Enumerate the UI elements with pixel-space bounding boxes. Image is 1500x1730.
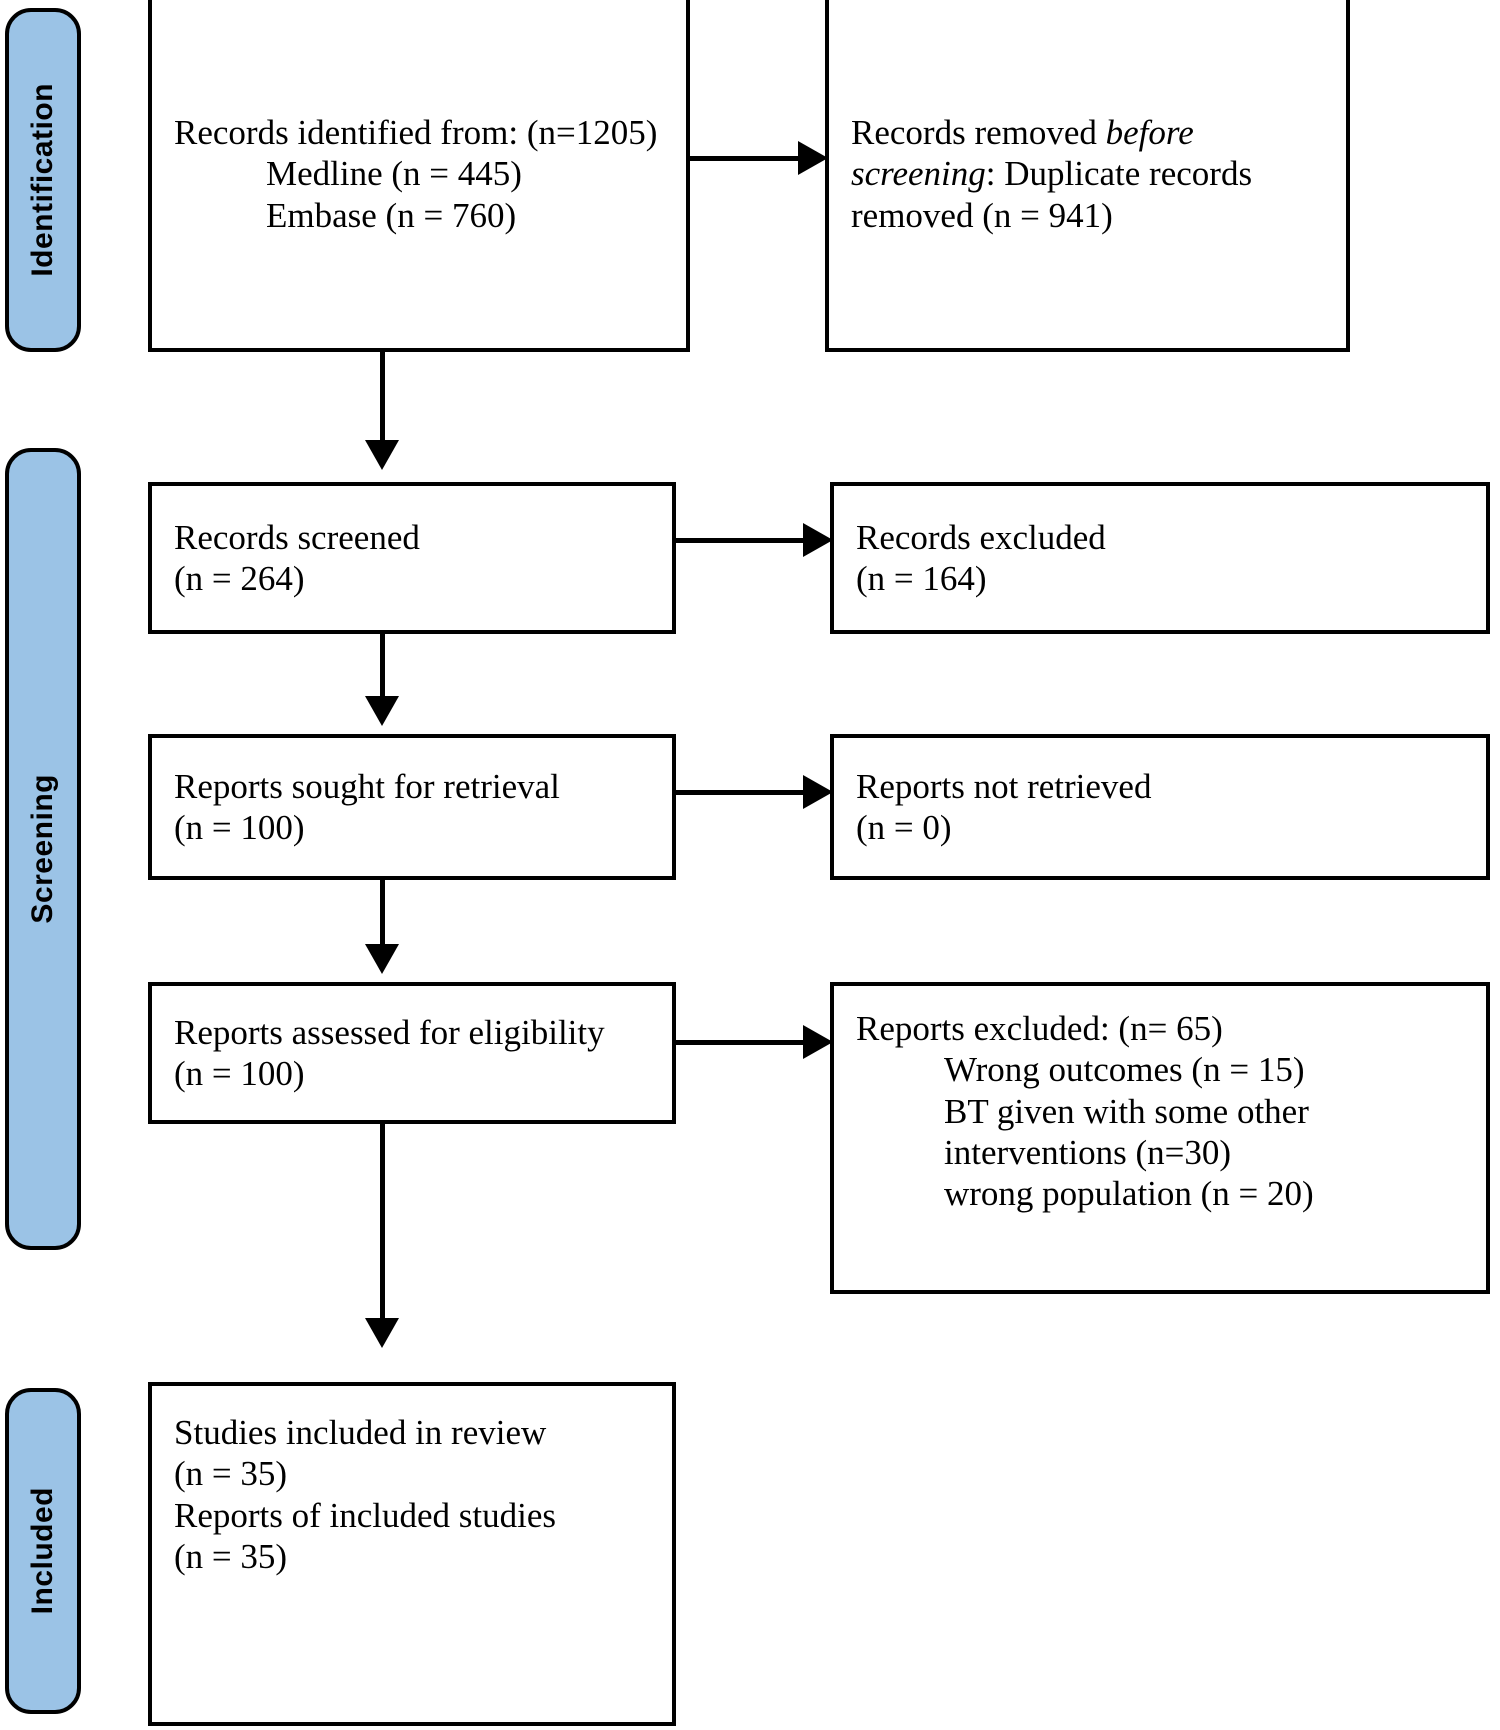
reports-sought-line-1: Reports sought for retrieval [174, 766, 560, 806]
reports-excluded-reason-2: BT given with some other [944, 1091, 1309, 1131]
records-removed-text: Records removed before screening: Duplic… [851, 112, 1324, 236]
studies-included-line-2: (n = 35) [174, 1454, 288, 1494]
box-reports-excluded: Reports excluded: (n= 65) Wrong outcomes… [830, 982, 1490, 1294]
reports-not-retrieved-line-2: (n = 0) [856, 808, 952, 847]
records-removed-text-pre: Records removed [851, 113, 1106, 153]
records-removed-text-emphasis: before screening [851, 113, 1203, 194]
box-studies-included: Studies included in review (n = 35) Repo… [148, 1382, 676, 1726]
box-studies-included-content: Studies included in review (n = 35) Repo… [152, 1386, 672, 1577]
box-records-identified: Records identified from: (n=1205) Medlin… [148, 0, 690, 352]
reports-assessed-line-2: (n = 100) [174, 1054, 305, 1093]
connector-screened-to-sought [380, 634, 385, 704]
reports-assessed-line-1: Reports assessed for eligibility [174, 1012, 605, 1052]
box-records-removed: Records removed before screening: Duplic… [825, 0, 1350, 352]
arrow-identified-to-screened [365, 440, 399, 470]
arrow-assessed-to-excluded [803, 1025, 833, 1059]
arrow-sought-to-not-retrieved [803, 775, 833, 809]
stage-label-included: Included [5, 1388, 81, 1714]
records-removed-text-post: : Duplicate records removed (n = 941) [851, 154, 1261, 235]
connector-screened-to-excluded [676, 538, 806, 543]
connector-sought-to-not-retrieved [676, 790, 806, 795]
arrow-screened-to-sought [365, 696, 399, 726]
box-reports-not-retrieved-content: Reports not retrieved (n = 0) [834, 766, 1486, 849]
records-screened-line-1: Records screened [174, 517, 420, 557]
stage-label-identification: Identification [5, 8, 81, 352]
box-records-excluded: Records excluded (n = 164) [830, 482, 1490, 634]
reports-excluded-reason-3: interventions (n=30) [944, 1132, 1232, 1172]
arrow-identified-to-removed [798, 141, 828, 175]
stage-label-identification-text: Identification [26, 83, 59, 277]
reports-not-retrieved-line-1: Reports not retrieved [856, 766, 1152, 806]
studies-included-line-4: (n = 35) [174, 1536, 288, 1576]
connector-identified-to-screened [380, 352, 385, 448]
studies-included-line-1: Studies included in review [174, 1413, 547, 1452]
studies-included-line-3: Reports of included studies [174, 1495, 557, 1535]
box-reports-excluded-content: Reports excluded: (n= 65) Wrong outcomes… [834, 986, 1486, 1214]
arrow-screened-to-excluded [803, 523, 833, 557]
records-identified-line-2: Medline (n = 445) [266, 154, 522, 194]
connector-sought-to-assessed [380, 880, 385, 952]
stage-label-included-text: Included [26, 1487, 59, 1615]
reports-excluded-heading: Reports excluded: (n= 65) [856, 1009, 1223, 1048]
box-reports-not-retrieved: Reports not retrieved (n = 0) [830, 734, 1490, 880]
box-reports-sought: Reports sought for retrieval (n = 100) [148, 734, 676, 880]
box-records-excluded-content: Records excluded (n = 164) [834, 517, 1486, 600]
box-reports-assessed-content: Reports assessed for eligibility (n = 10… [152, 1012, 672, 1095]
reports-sought-line-2: (n = 100) [174, 808, 305, 847]
connector-identified-to-removed [690, 156, 800, 161]
records-identified-line-3: Embase (n = 760) [266, 195, 517, 235]
box-records-screened-content: Records screened (n = 264) [152, 517, 672, 600]
connector-assessed-to-excluded [676, 1040, 806, 1045]
box-records-identified-content: Records identified from: (n=1205) Medlin… [152, 112, 686, 236]
box-records-removed-content: Records removed before screening: Duplic… [829, 112, 1346, 236]
box-reports-sought-content: Reports sought for retrieval (n = 100) [152, 766, 672, 849]
arrow-assessed-to-included [365, 1318, 399, 1348]
records-excluded-line-2: (n = 164) [856, 559, 987, 598]
reports-excluded-reason-1: Wrong outcomes (n = 15) [944, 1050, 1305, 1090]
box-records-screened: Records screened (n = 264) [148, 482, 676, 634]
stage-label-screening: Screening [5, 448, 81, 1250]
records-excluded-line-1: Records excluded [856, 517, 1106, 557]
arrow-sought-to-assessed [365, 944, 399, 974]
records-identified-line-1: Records identified from: (n=1205) [174, 113, 658, 153]
box-reports-assessed: Reports assessed for eligibility (n = 10… [148, 982, 676, 1124]
records-screened-line-2: (n = 264) [174, 559, 305, 598]
connector-assessed-to-included [380, 1124, 385, 1324]
stage-label-screening-text: Screening [26, 774, 59, 924]
reports-excluded-reason-4: wrong population (n = 20) [944, 1174, 1314, 1214]
